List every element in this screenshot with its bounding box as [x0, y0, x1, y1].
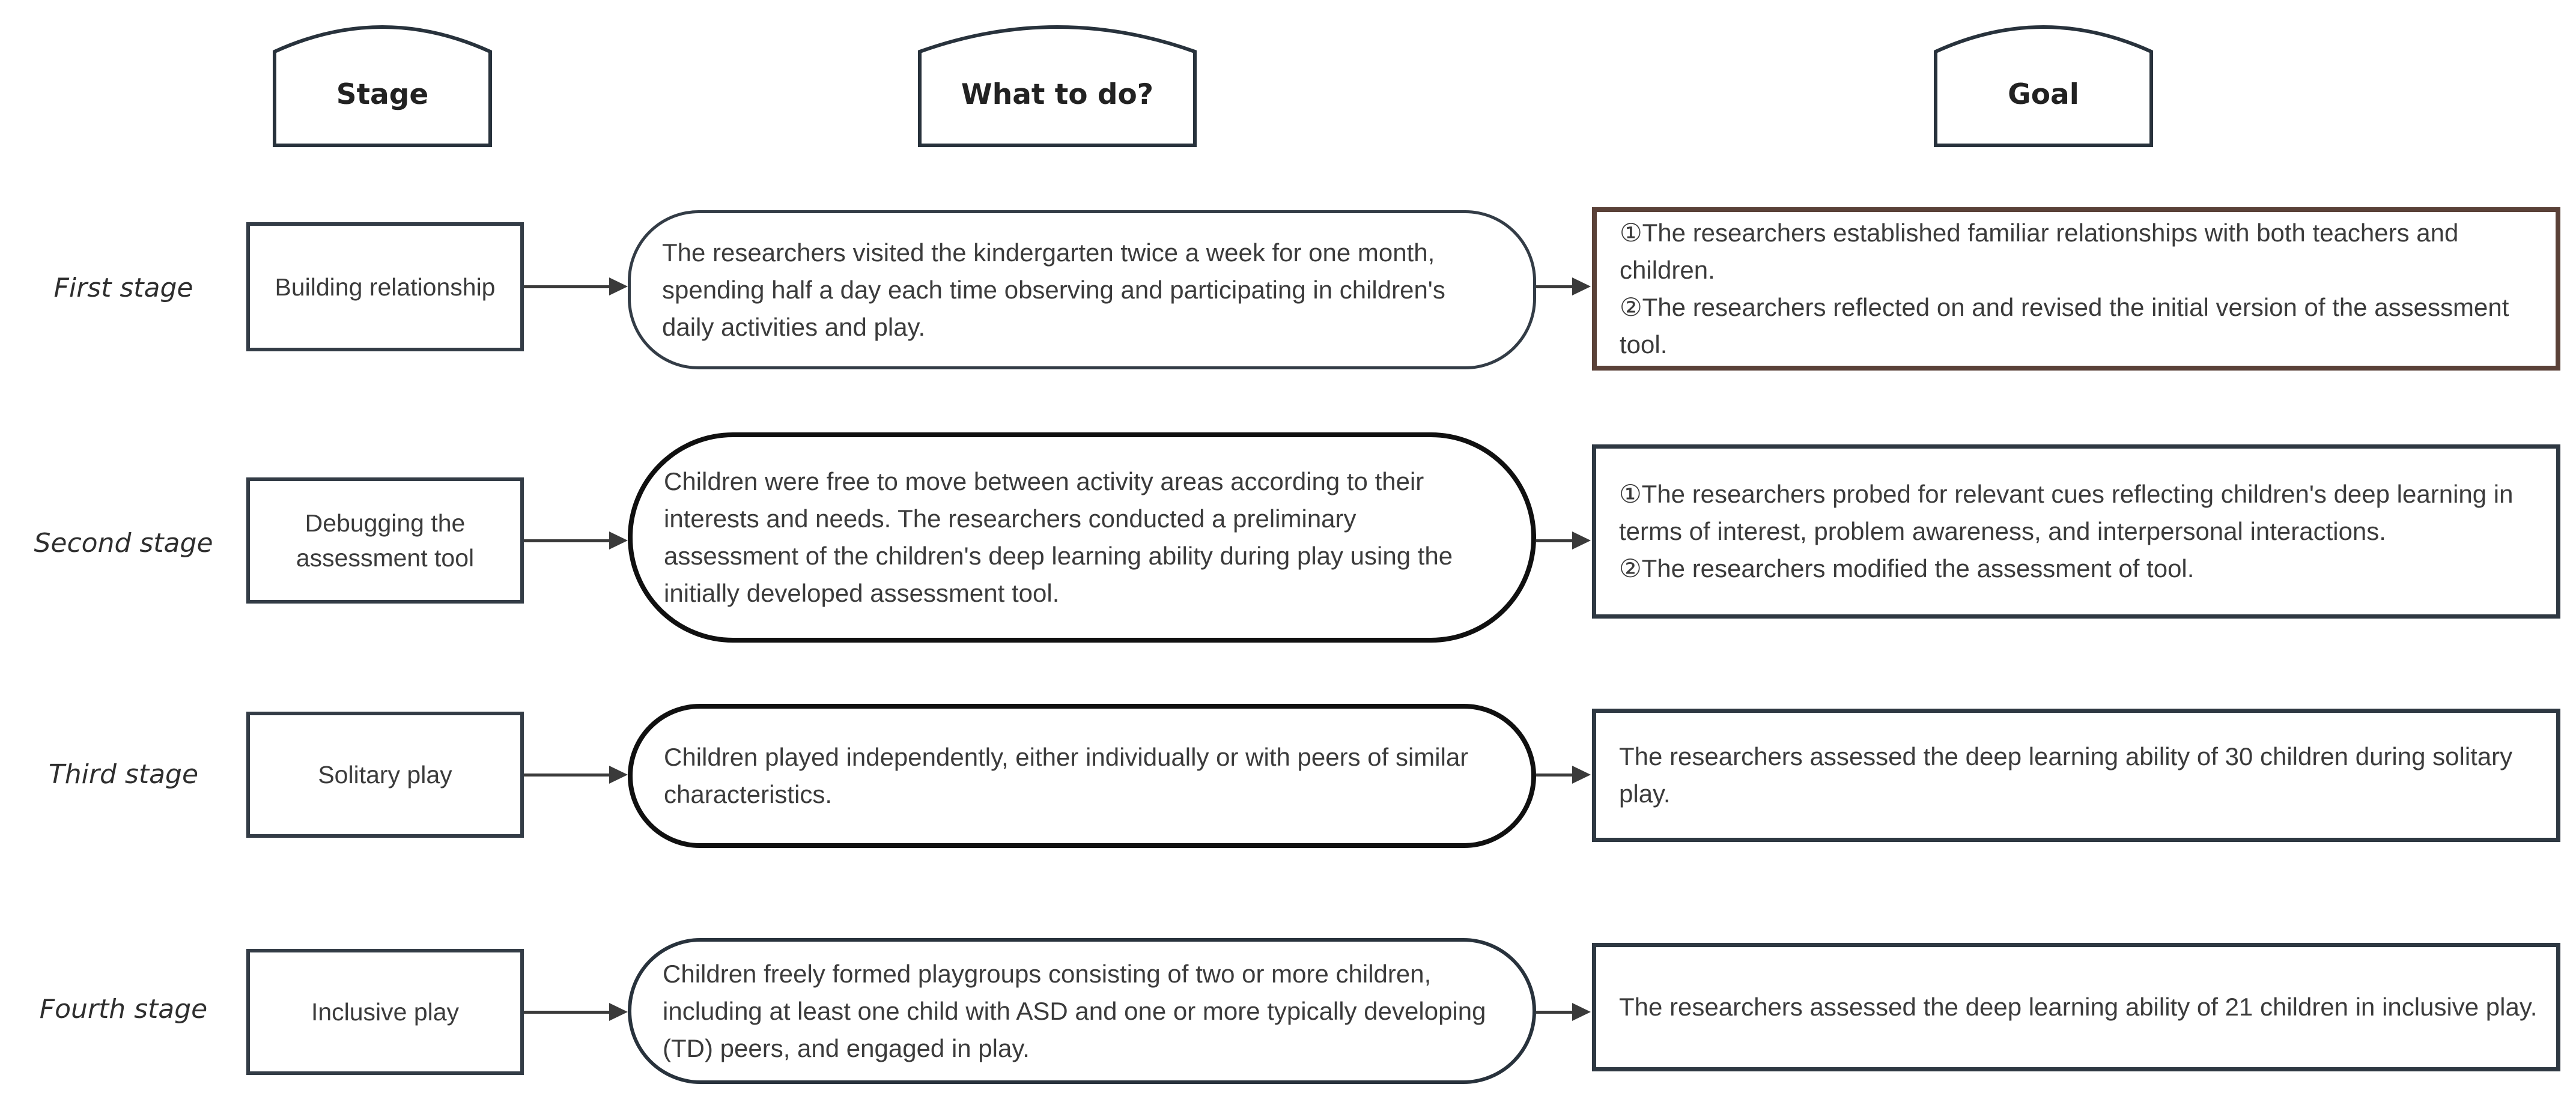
arrow-right-icon — [1536, 1003, 1591, 1021]
stage-box-solitary-play: Solitary play — [246, 712, 524, 838]
stage-label-second: Second stage — [34, 528, 213, 559]
arrow-right-icon — [1536, 531, 1591, 550]
arrow-right-icon — [524, 277, 628, 295]
action-box-fourth-stage: Children freely formed playgroups consis… — [628, 938, 1536, 1084]
arrow-right-icon — [1536, 277, 1591, 295]
stage-box-debugging-assessment-tool: Debugging the assessment tool — [246, 477, 524, 604]
arrow-right-icon — [524, 766, 628, 784]
stage-box-inclusive-play: Inclusive play — [246, 949, 524, 1075]
column-header-what-to-do-label: What to do? — [961, 77, 1154, 111]
arched-box-shape — [918, 25, 1197, 147]
goal-box-second-stage: ①The researchers probed for relevant cue… — [1592, 444, 2560, 619]
column-header-stage: Stage — [272, 20, 493, 148]
column-header-goal-label: Goal — [2008, 77, 2079, 111]
arched-box-shape — [1934, 25, 2153, 147]
goal-box-fourth-stage: The researchers assessed the deep learni… — [1592, 943, 2560, 1071]
stage-box-building-relationship: Building relationship — [246, 222, 524, 351]
action-box-first-stage: The researchers visited the kindergarten… — [628, 210, 1536, 369]
arrow-right-icon — [1536, 766, 1591, 784]
arrow-right-icon — [524, 1003, 628, 1021]
action-box-third-stage: Children played independently, either in… — [628, 704, 1536, 848]
column-header-what-to-do: What to do? — [917, 20, 1198, 148]
stage-label-fourth: Fourth stage — [39, 994, 208, 1025]
action-box-second-stage: Children were free to move between activ… — [628, 432, 1536, 643]
arrow-right-icon — [524, 531, 628, 550]
column-header-stage-label: Stage — [336, 77, 429, 111]
column-header-goal: Goal — [1933, 20, 2154, 148]
stage-label-third: Third stage — [48, 759, 199, 790]
goal-box-third-stage: The researchers assessed the deep learni… — [1592, 709, 2560, 842]
arched-box-shape — [273, 25, 492, 147]
stage-label-first: First stage — [53, 273, 193, 303]
goal-box-first-stage: ①The researchers established familiar re… — [1592, 207, 2560, 371]
